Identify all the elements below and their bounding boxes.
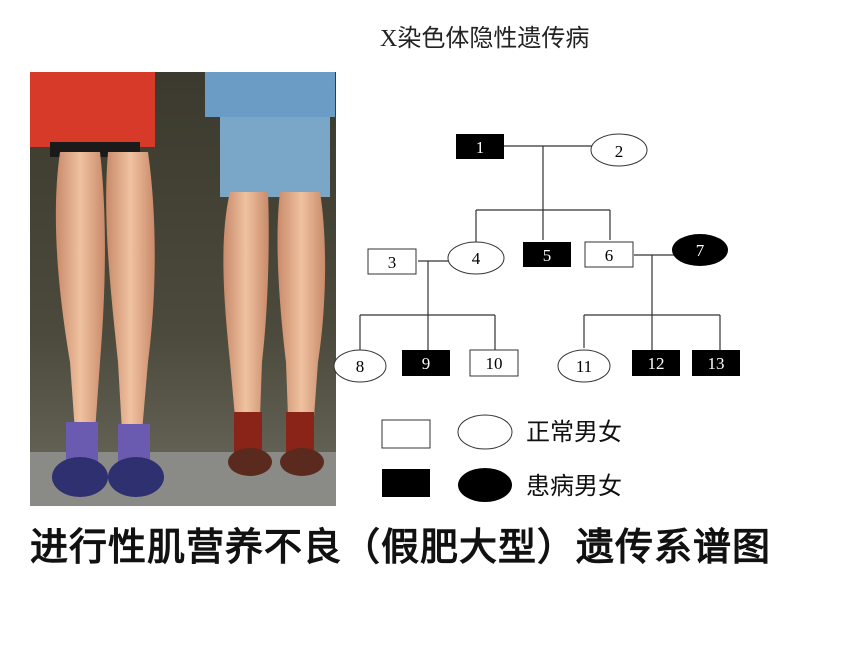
pedigree-lines	[359, 145, 721, 350]
legend-affected-female-symbol	[458, 468, 512, 502]
individual-12-symbol	[632, 350, 680, 376]
individual-7-label: 7	[696, 241, 705, 260]
individual-8-symbol	[333, 349, 387, 383]
individual-10-label: 10	[486, 354, 503, 373]
individual-1-symbol	[456, 134, 504, 159]
individual-2-label: 2	[615, 142, 624, 161]
chart-title: X染色体隐性遗传病	[380, 26, 590, 52]
individual-10-symbol	[469, 349, 519, 377]
individual-12-label: 12	[648, 354, 665, 373]
individual-3-symbol	[367, 248, 417, 275]
legend-normal-female-symbol	[457, 414, 513, 450]
individual-1-label: 1	[476, 138, 485, 157]
individual-13-symbol	[692, 350, 740, 376]
legend: 正常男女 患病男女	[381, 414, 622, 502]
legend-normal-label: 正常男女	[526, 418, 622, 446]
pedigree-chart: 1 2 3 4 5 6 7 8 9 10 11 12 13	[333, 133, 740, 502]
legend-affected-male-symbol	[382, 469, 430, 497]
individual-5-label: 5	[543, 246, 552, 265]
individual-7-symbol	[672, 234, 728, 266]
individual-11-symbol	[557, 349, 611, 383]
individual-6-symbol	[584, 241, 634, 268]
individual-2-symbol	[590, 133, 648, 167]
legend-normal-male-symbol	[381, 419, 431, 449]
individual-9-label: 9	[422, 354, 431, 373]
individual-6-label: 6	[605, 246, 614, 265]
individual-5-symbol	[523, 242, 571, 267]
figure-caption: 进行性肌营养不良（假肥大型）遗传系谱图	[30, 525, 772, 569]
individual-4-symbol	[447, 241, 505, 275]
individual-11-label: 11	[576, 357, 592, 376]
legs-photo	[30, 72, 336, 506]
individual-8-label: 8	[356, 357, 365, 376]
individual-3-label: 3	[388, 253, 397, 272]
legend-affected-label: 患病男女	[526, 472, 622, 500]
individual-4-label: 4	[472, 249, 481, 268]
individual-9-symbol	[402, 350, 450, 376]
individual-13-label: 13	[708, 354, 725, 373]
